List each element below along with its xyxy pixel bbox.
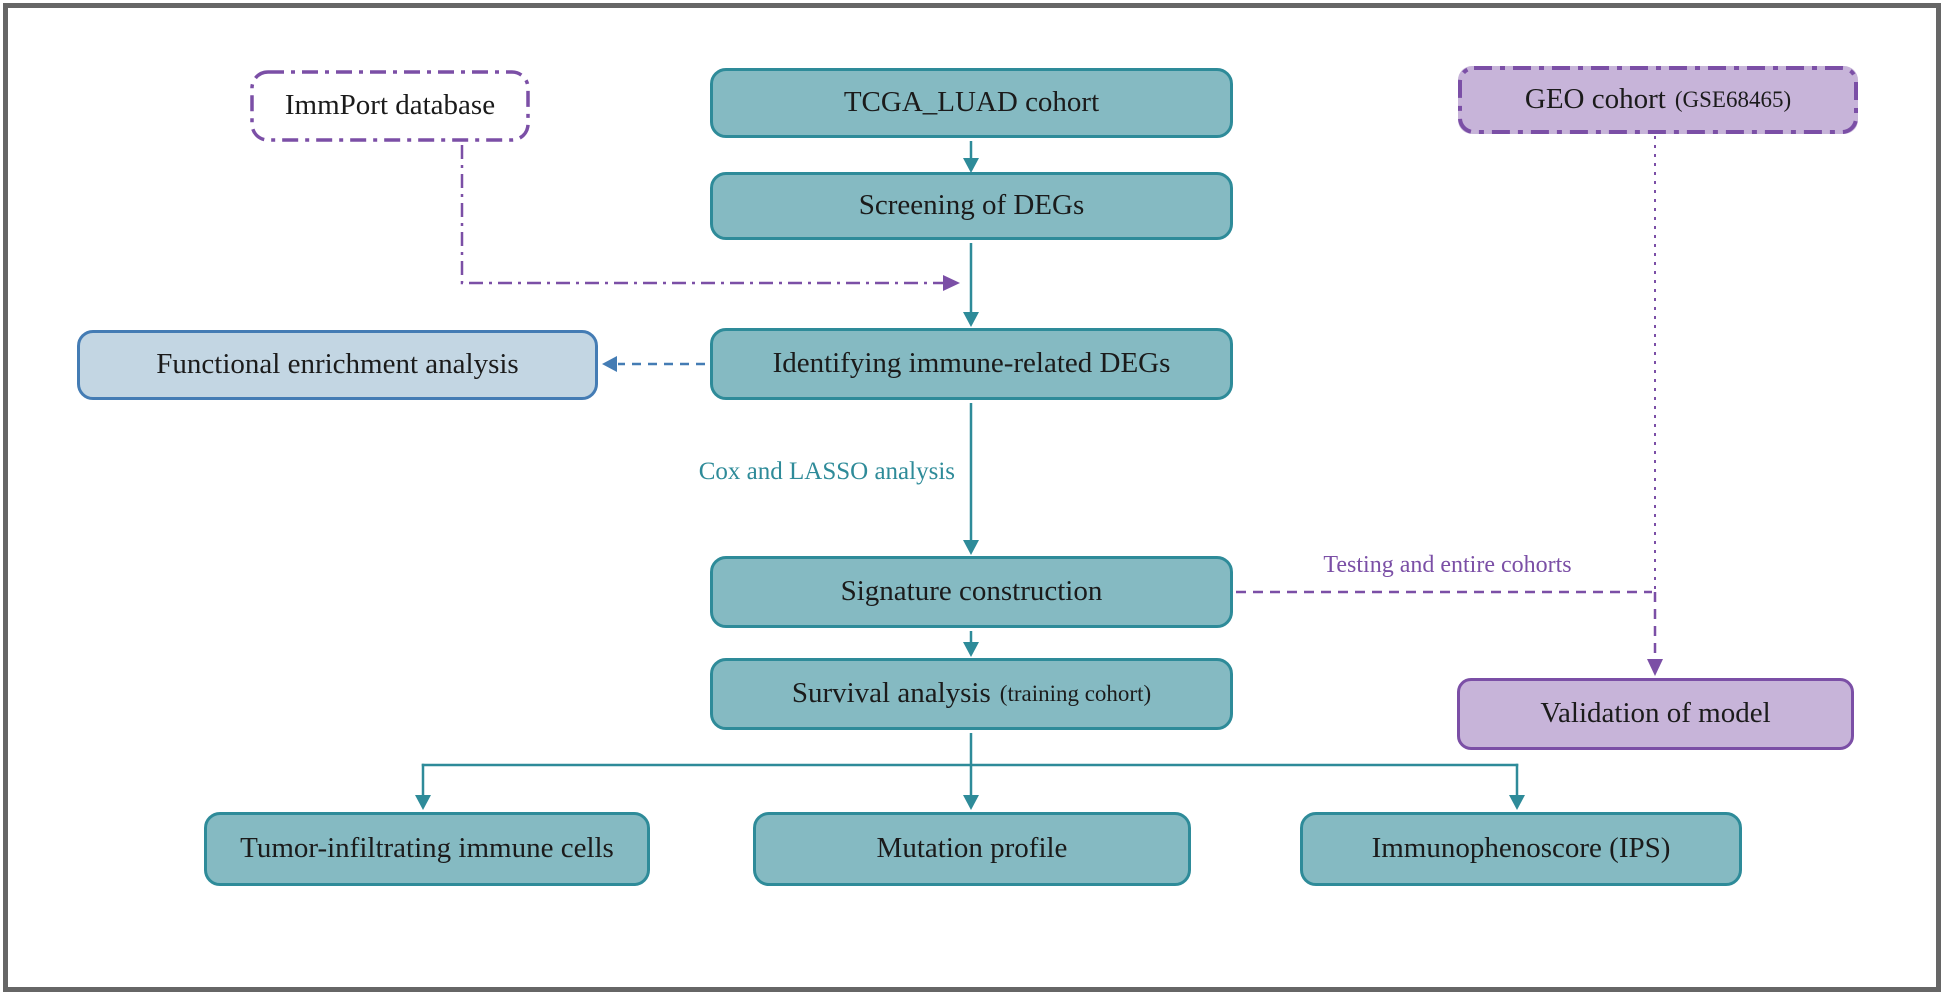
node-mutation-profile: Mutation profile <box>753 812 1191 886</box>
node-label: TCGA_LUAD cohort <box>843 86 1100 119</box>
node-functional-enrichment-analysis: Functional enrichment analysis <box>77 330 598 400</box>
arrow-tcga-to-screening-head <box>963 158 979 173</box>
node-signature-construction: Signature construction <box>710 556 1233 628</box>
node-label: GEO cohort <box>1524 83 1666 116</box>
node-label: Tumor-infiltrating immune cells <box>240 832 614 865</box>
node-immunophenoscore-ips: Immunophenoscore (IPS) <box>1300 812 1742 886</box>
node-label: Identifying immune-related DEGs <box>772 347 1171 380</box>
arrow-signature-to-survival-head <box>963 642 979 657</box>
arrow-screening-to-identifying-head <box>963 312 979 327</box>
node-screening-of-degs: Screening of DEGs <box>710 172 1233 240</box>
node-sublabel: (GSE68465) <box>1674 87 1792 113</box>
node-identifying-immune-related-degs: Identifying immune-related DEGs <box>710 328 1233 400</box>
node-label: Functional enrichment analysis <box>156 348 519 381</box>
node-label: Signature construction <box>840 575 1103 608</box>
branch-right-arrowhead <box>1509 795 1525 810</box>
node-label: Validation of model <box>1540 697 1771 730</box>
node-tumor-infiltrating-immune-cells: Tumor-infiltrating immune cells <box>204 812 650 886</box>
node-validation-of-model: Validation of model <box>1457 678 1854 750</box>
validation-arrowhead <box>1647 659 1663 676</box>
immport-connector-arrowhead <box>943 275 960 291</box>
branch-left-arrowhead <box>415 795 431 810</box>
node-geo-cohort: GEO cohort (GSE68465) <box>1458 66 1858 134</box>
branch-center-arrowhead <box>963 795 979 810</box>
node-survival-analysis: Survival analysis (training cohort) <box>710 658 1233 730</box>
node-label: Survival analysis <box>791 677 991 710</box>
node-label: Immunophenoscore (IPS) <box>1371 832 1671 865</box>
node-tcga-luad-cohort: TCGA_LUAD cohort <box>710 68 1233 138</box>
arrow-identifying-to-signature-head <box>963 540 979 555</box>
edge-label-testing-cohorts: Testing and entire cohorts <box>1323 552 1572 578</box>
node-label: ImmPort database <box>284 89 496 122</box>
edge-label-cox-lasso: Cox and LASSO analysis <box>698 458 955 485</box>
node-sublabel: (training cohort) <box>999 681 1152 707</box>
node-label: Screening of DEGs <box>858 189 1085 222</box>
node-label: Mutation profile <box>876 832 1068 865</box>
functional-arrowhead <box>602 356 617 372</box>
node-immport-database: ImmPort database <box>250 70 530 142</box>
